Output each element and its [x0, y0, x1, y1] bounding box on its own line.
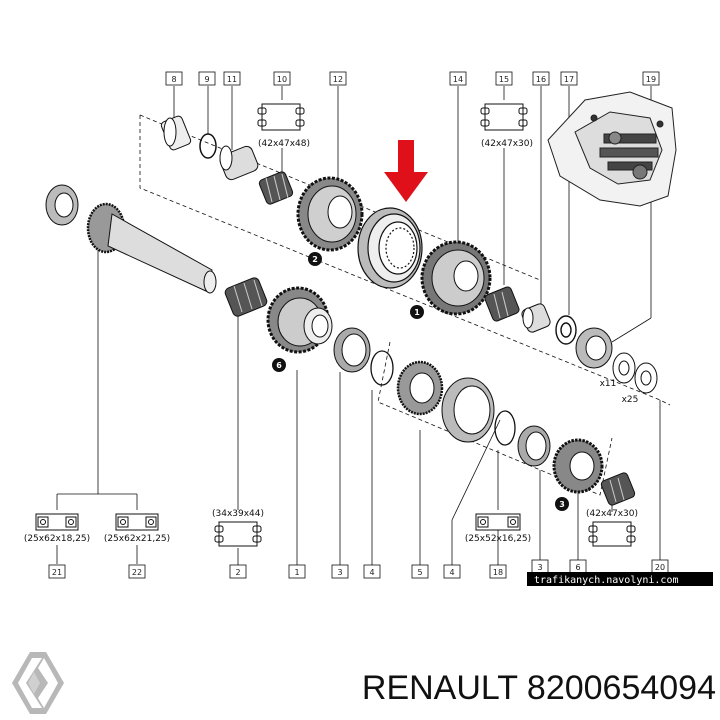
bearing-symbol-18	[475, 513, 521, 531]
label-4-right: 4	[449, 568, 454, 577]
part-5-synchro-hub	[396, 360, 444, 416]
main-shaft	[45, 184, 217, 294]
callout-marker-3	[555, 497, 569, 511]
part-19-bearing	[575, 327, 613, 369]
part-8-bearing-cup	[160, 115, 192, 151]
callout-marker-2	[308, 252, 322, 266]
watermark-bar	[527, 572, 713, 586]
label-3-right: 3	[537, 563, 542, 572]
label-12: 12	[333, 75, 343, 84]
bearing-symbol-21	[35, 513, 79, 531]
part-label-boxes-bottom	[48, 559, 669, 579]
label-3: 3	[337, 568, 342, 577]
bearing-symbol-2	[214, 521, 262, 547]
callout-number-3: 3	[559, 500, 565, 509]
part-synchro-ring-right	[517, 425, 551, 467]
dimension-7: (42x47x30)	[586, 509, 638, 519]
label-15: 15	[499, 75, 509, 84]
callout-number-1: 1	[414, 308, 420, 317]
shim-thickness-25: x25	[622, 395, 639, 405]
label-1: 1	[294, 568, 299, 577]
label-22: 22	[132, 568, 142, 577]
label-11: 11	[227, 75, 237, 84]
part-14-gear	[420, 240, 492, 316]
label-21: 21	[52, 568, 62, 577]
part-4-circlip	[370, 350, 394, 386]
label-8: 8	[171, 75, 176, 84]
label-20: 20	[655, 563, 665, 572]
shim-thickness-11: x11	[600, 379, 617, 389]
part-15-needle-bearing	[484, 286, 520, 322]
label-17: 17	[564, 75, 574, 84]
label-6: 6	[575, 563, 580, 572]
part-4-circlip-right	[494, 410, 516, 446]
part-2-needle-bearing	[224, 277, 268, 317]
renault-logo-icon	[12, 652, 64, 714]
part-3-synchro-ring	[333, 327, 371, 373]
part-10-needle-bearing	[258, 171, 294, 205]
dimension-18: (25x52x16,25)	[465, 534, 531, 544]
part-17-washer	[555, 315, 577, 345]
brand-name: RENAULT	[361, 669, 518, 707]
bearing-symbol-15	[480, 103, 528, 131]
bearing-symbol-10	[257, 103, 305, 131]
part-shims	[612, 352, 658, 394]
dimension-15: (42x47x30)	[481, 139, 533, 149]
dimension-21: (25x62x18,25)	[24, 534, 90, 544]
highlight-arrow-icon	[384, 140, 428, 202]
bearing-symbol-22	[115, 513, 159, 531]
part-12-gear	[296, 176, 364, 252]
dimension-10: (42x47x48)	[258, 139, 310, 149]
highlighted-synchro-ring	[357, 207, 423, 289]
part-11-sleeve	[219, 145, 259, 181]
label-5: 5	[417, 568, 422, 577]
part-number: 8200654094	[526, 669, 716, 707]
dimension-2: (34x39x44)	[212, 509, 264, 519]
dimension-22: (25x62x21,25)	[104, 534, 170, 544]
product-title: RENAULT 8200654094	[300, 666, 716, 710]
part-1-gear	[266, 286, 333, 354]
part-sliding-sleeve	[441, 377, 495, 443]
callout-marker-6	[272, 358, 286, 372]
bearing-symbol-7	[588, 521, 636, 547]
label-16: 16	[536, 75, 546, 84]
label-10: 10	[277, 75, 287, 84]
callout-number-6: 6	[276, 361, 282, 370]
part-3rd-gear	[552, 438, 604, 494]
watermark-text: trafikanych.navolyni.com	[534, 575, 679, 586]
part-16-bushing	[521, 303, 551, 333]
gearbox-housing-thumbnail	[547, 91, 677, 207]
label-2: 2	[235, 568, 240, 577]
part-9-snap-ring	[199, 133, 217, 159]
label-4: 4	[369, 568, 374, 577]
label-9: 9	[204, 75, 209, 84]
callout-marker-1	[410, 305, 424, 319]
part-7-needle-bearing	[600, 472, 636, 506]
callout-number-2: 2	[312, 255, 318, 264]
part-label-boxes-top	[165, 71, 660, 86]
label-14: 14	[453, 75, 463, 84]
label-18: 18	[493, 568, 503, 577]
label-19: 19	[646, 75, 656, 84]
